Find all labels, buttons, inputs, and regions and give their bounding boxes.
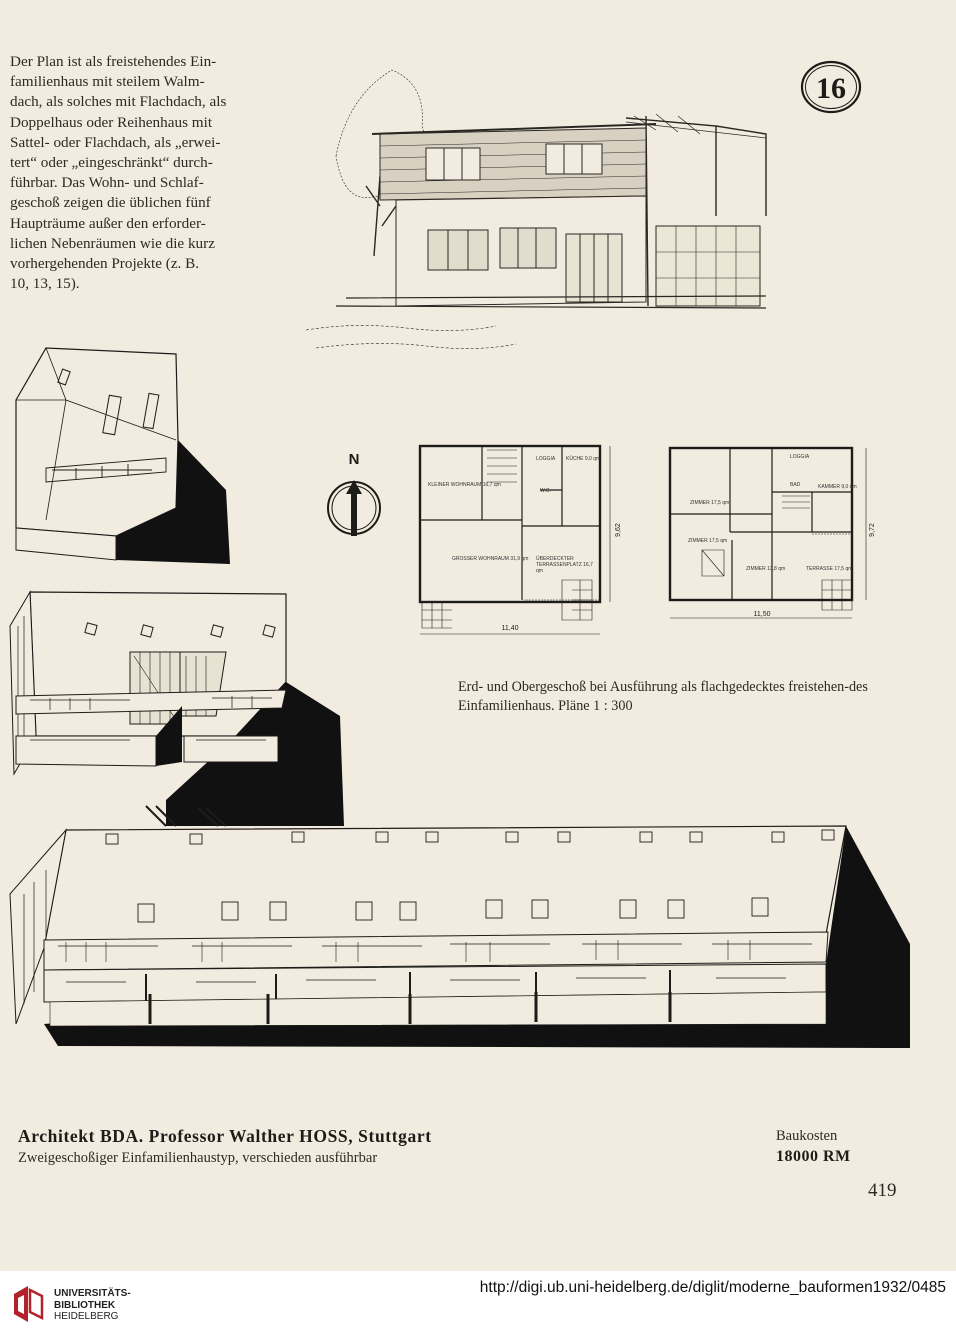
room-label: W.C. [540, 488, 551, 494]
room-label: LOGGIA [536, 456, 556, 462]
logo-line: HEIDELBERG [54, 1311, 119, 1322]
cost-label: Baukosten [776, 1128, 838, 1144]
room-label: ZIMMER 17,5 qm [688, 538, 728, 544]
intro-line: Sattel- oder Flachdach, als „erwei- [10, 133, 221, 151]
room-label: LOGGIA [790, 454, 810, 460]
house-perspective-sketch [305, 69, 767, 349]
intro-line: Doppelhaus oder Reihenhaus mit [10, 113, 213, 131]
library-footer-bar [0, 1271, 956, 1338]
room-label: ZIMMER 13,8 qm [746, 566, 786, 572]
isometric-single-house [15, 347, 230, 564]
house-type-subtitle: Zweigeschoßiger Einfamilienhaustyp, vers… [18, 1150, 378, 1166]
intro-line: 10, 13, 15). [10, 275, 80, 293]
north-letter: N [349, 451, 360, 468]
upper-floor-depth-dim: 9,72 [869, 523, 876, 537]
room-label: TERRASSE 17,5 qm [806, 566, 853, 572]
room-label: KÜCHE 9,0 qm [566, 456, 601, 462]
project-number-badge: 16 [800, 60, 862, 114]
page-number: 419 [868, 1180, 897, 1201]
intro-line: lichen Nebenräumen wie die kurz [10, 234, 215, 252]
upper-floor-width-dim: 11,50 [754, 611, 771, 618]
logo-line: UNIVERSITÄTS- [54, 1288, 131, 1299]
intro-line: vorhergehenden Projekte (z. B. [10, 255, 200, 273]
cost-value: 18000 RM [776, 1148, 851, 1165]
intro-line: familienhaus mit steilem Walm- [10, 73, 205, 91]
room-label: BAD [790, 482, 801, 488]
isometric-double-house [9, 590, 344, 827]
ground-floor-depth-dim: 9,62 [615, 523, 622, 537]
intro-line: geschoß zeigen die üblichen fünf [10, 194, 211, 212]
room-label: ZIMMER 17,5 qm [690, 500, 730, 506]
upper-floor-plan: 11,50 9,72 [668, 446, 876, 619]
ground-floor-plan: 11,40 9,62 [418, 444, 622, 635]
intro-line: dach, als solches mit Flachdach, als [10, 93, 227, 111]
badge-number: 16 [816, 72, 846, 105]
room-label: KLEINER WOHNRAUM 16,7 qm [428, 482, 501, 488]
room-label: KAMMER 9,0 qm [818, 484, 857, 490]
permalink-url[interactable]: http://digi.ub.uni-heidelberg.de/diglit/… [479, 1279, 946, 1296]
architect-title: Architekt BDA. Professor Walther HOSS, S… [18, 1126, 432, 1146]
book-page: Der Plan ist als freistehendes Ein- fami… [0, 0, 956, 1271]
intro-line: führbar. Das Wohn- und Schlaf- [10, 174, 204, 192]
isometric-row-houses [9, 825, 910, 1048]
library-logo-text[interactable]: UNIVERSITÄTS- BIBLIOTHEK HEIDELBERG [54, 1288, 131, 1323]
university-library-logo-icon[interactable] [10, 1284, 46, 1324]
logo-line: BIBLIOTHEK [54, 1299, 116, 1311]
intro-text: Der Plan ist als freistehendes Ein- fami… [10, 52, 252, 294]
intro-line: tert“ oder „eingeschränkt“ durch- [10, 154, 213, 172]
north-arrow-icon: N [327, 451, 381, 536]
ground-floor-width-dim: 11,40 [502, 625, 519, 632]
room-label: GROSSER WOHNRAUM 31,9 qm [452, 556, 529, 562]
room-label: ÜBERDECKTER TERRASSENPLATZ 16,7 qm [536, 556, 593, 574]
intro-line: Haupträume außer den erforder- [10, 214, 206, 232]
plan-caption: Erd- und Obergeschoß bei Ausführung als … [458, 679, 868, 714]
intro-line: Der Plan ist als freistehendes Ein- [10, 53, 217, 70]
